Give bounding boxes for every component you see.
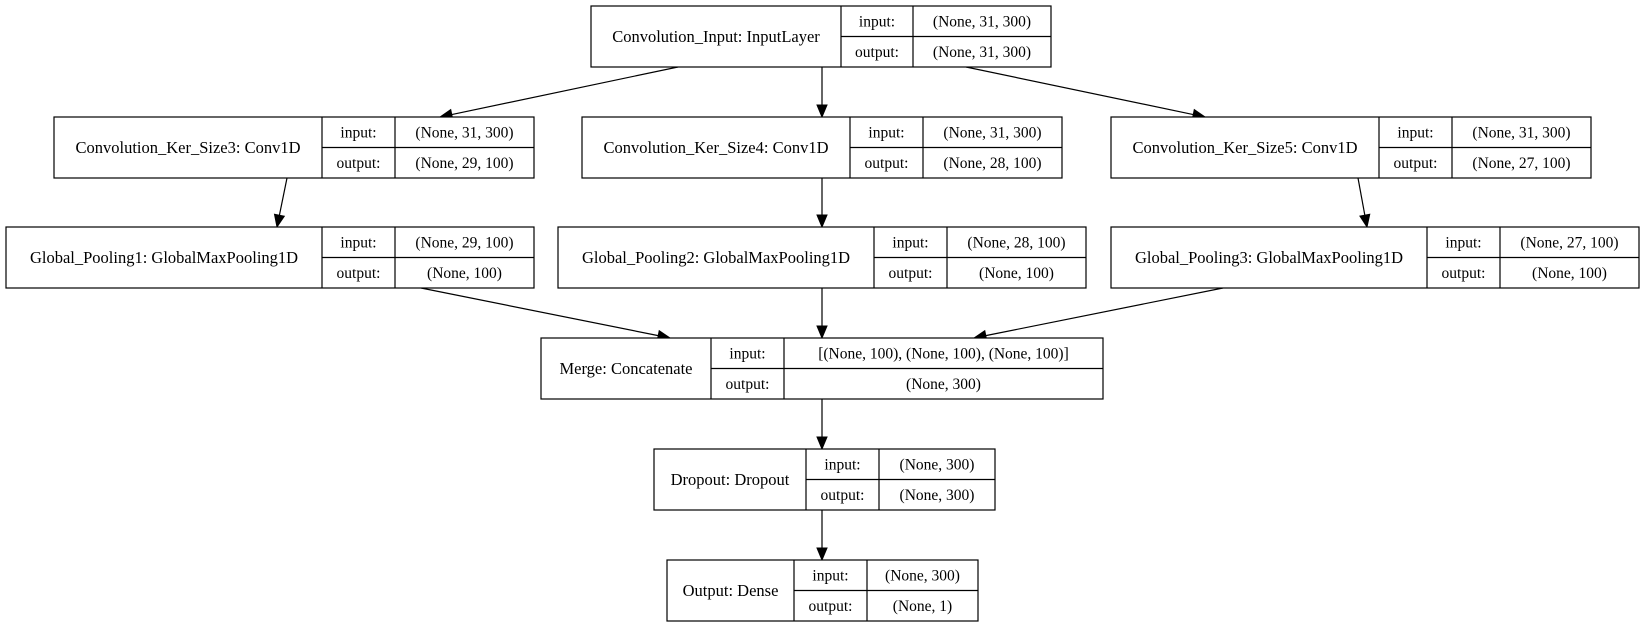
output-label: output: — [809, 598, 853, 615]
arrowhead-icon — [816, 325, 828, 340]
input-shape: (None, 31, 300) — [943, 124, 1041, 141]
edge-line — [451, 66, 679, 116]
layer-name: Dropout: Dropout — [671, 470, 790, 489]
output-label: output: — [821, 487, 865, 504]
edge-dropout-to-output — [816, 510, 828, 562]
output-label: output: — [1442, 265, 1486, 282]
input-label: input: — [340, 124, 376, 141]
arrowhead-icon — [816, 214, 828, 229]
input-label: input: — [812, 567, 848, 584]
layer-node-merge: Merge: Concatenate input: output: [(None, 1… — [540, 337, 1104, 400]
layer-node-conv-ker3: Convolution_Ker_Size3: Conv1D input: outpu… — [53, 116, 535, 179]
layer-name: Convolution_Ker_Size5: Conv1D — [1132, 138, 1357, 157]
edges-layer — [273, 66, 1371, 562]
edge-pool1-to-merge — [420, 287, 672, 342]
edge-conv-input-to-conv-ker5 — [965, 66, 1207, 121]
nodes-layer: Convolution_Input: InputLayer input: outpu… — [5, 5, 1640, 622]
edge-line — [420, 287, 659, 337]
input-label: input: — [859, 13, 895, 30]
output-shape: (None, 100) — [427, 265, 502, 282]
layer-node-pool3: Global_Pooling3: GlobalMaxPooling1D input… — [1110, 226, 1640, 289]
arrowhead-icon — [1359, 213, 1371, 229]
output-label: output: — [889, 265, 933, 282]
output-shape: (None, 28, 100) — [943, 155, 1041, 172]
arrowhead-icon — [816, 436, 828, 451]
edge-line — [278, 177, 288, 216]
layer-name: Convolution_Ker_Size3: Conv1D — [75, 138, 300, 157]
layer-node-dropout: Dropout: Dropout input: output: (None, 300)… — [653, 448, 996, 511]
layer-node-conv-ker5: Convolution_Ker_Size5: Conv1D input: outpu… — [1110, 116, 1592, 179]
layer-name: Output: Dense — [683, 581, 779, 600]
edge-conv-ker5-to-pool3 — [1357, 177, 1371, 229]
edge-conv-input-to-conv-ker4 — [816, 67, 828, 119]
layer-name: Global_Pooling3: GlobalMaxPooling1D — [1135, 248, 1403, 267]
output-shape: (None, 100) — [979, 265, 1054, 282]
output-shape: (None, 31, 300) — [933, 44, 1031, 61]
edge-line — [1357, 177, 1366, 216]
input-label: input: — [1397, 124, 1433, 141]
layer-name: Global_Pooling2: GlobalMaxPooling1D — [582, 248, 850, 267]
edge-line — [985, 287, 1224, 337]
input-label: input: — [892, 234, 928, 251]
output-shape: (None, 1) — [893, 598, 952, 615]
output-label: output: — [726, 376, 770, 393]
layer-name: Convolution_Input: InputLayer — [612, 27, 820, 46]
edge-pool2-to-merge — [816, 288, 828, 340]
input-label: input: — [824, 456, 860, 473]
layer-name: Global_Pooling1: GlobalMaxPooling1D — [30, 248, 298, 267]
input-shape: [(None, 100), (None, 100), (None, 100)] — [818, 345, 1069, 362]
input-shape: (None, 28, 100) — [967, 234, 1065, 251]
arrowhead-icon — [816, 104, 828, 119]
output-label: output: — [1394, 155, 1438, 172]
output-label: output: — [337, 155, 381, 172]
input-shape: (None, 300) — [885, 567, 960, 584]
output-shape: (None, 29, 100) — [415, 155, 513, 172]
input-shape: (None, 31, 300) — [1472, 124, 1570, 141]
input-shape: (None, 31, 300) — [933, 13, 1031, 30]
edge-pool3-to-merge — [972, 287, 1224, 342]
layer-name: Merge: Concatenate — [559, 359, 692, 378]
edge-merge-to-dropout — [816, 399, 828, 451]
layer-node-conv-ker4: Convolution_Ker_Size4: Conv1D input: outpu… — [581, 116, 1063, 179]
input-shape: (None, 300) — [900, 456, 975, 473]
input-shape: (None, 29, 100) — [415, 234, 513, 251]
layer-node-output: Output: Dense input: output: (None, 300) (No… — [666, 559, 979, 622]
input-label: input: — [868, 124, 904, 141]
arrowhead-icon — [816, 547, 828, 562]
output-shape: (None, 300) — [900, 487, 975, 504]
input-shape: (None, 27, 100) — [1520, 234, 1618, 251]
input-label: input: — [340, 234, 376, 251]
output-shape: (None, 27, 100) — [1472, 155, 1570, 172]
output-label: output: — [337, 265, 381, 282]
layer-name: Convolution_Ker_Size4: Conv1D — [603, 138, 828, 157]
layer-node-pool1: Global_Pooling1: GlobalMaxPooling1D input… — [5, 226, 535, 289]
edge-conv-ker4-to-pool2 — [816, 178, 828, 229]
arrowhead-icon — [273, 213, 286, 229]
output-shape: (None, 300) — [906, 376, 981, 393]
input-shape: (None, 31, 300) — [415, 124, 513, 141]
input-label: input: — [729, 345, 765, 362]
output-label: output: — [865, 155, 909, 172]
layer-node-pool2: Global_Pooling2: GlobalMaxPooling1D input… — [557, 226, 1087, 289]
output-label: output: — [855, 44, 899, 61]
input-label: input: — [1445, 234, 1481, 251]
output-shape: (None, 100) — [1532, 265, 1607, 282]
edge-conv-ker3-to-pool1 — [273, 177, 288, 229]
edge-conv-input-to-conv-ker3 — [438, 66, 679, 121]
edge-line — [965, 66, 1194, 116]
layer-node-conv-input: Convolution_Input: InputLayer input: outpu… — [590, 5, 1052, 68]
